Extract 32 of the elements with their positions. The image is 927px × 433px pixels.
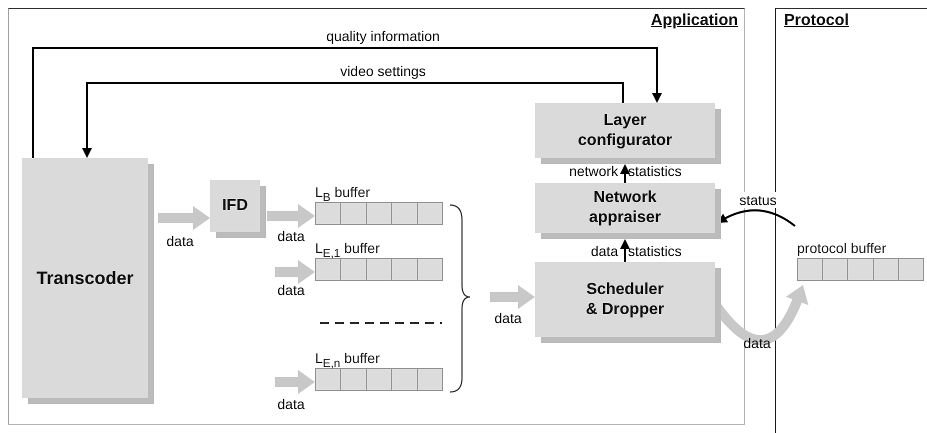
block-arrow bbox=[267, 204, 315, 228]
region-title: Protocol bbox=[784, 12, 849, 30]
block-arrow bbox=[275, 370, 315, 394]
edge-label: data bbox=[276, 228, 306, 244]
process-box: Network appraiser bbox=[535, 183, 715, 233]
process-box: IFD bbox=[210, 180, 260, 232]
block-arrow bbox=[490, 285, 535, 309]
edge-label: data bbox=[493, 310, 523, 326]
edge-label: data statistics bbox=[590, 243, 682, 259]
region-panel bbox=[775, 8, 927, 433]
arrow bbox=[82, 82, 624, 158]
buffer-label: L$_{E,1}$ buffer bbox=[315, 239, 381, 258]
buffer-label: L$_{B}$ buffer bbox=[315, 183, 372, 202]
edge-label: network statistics bbox=[568, 163, 682, 179]
edge-label: video settings bbox=[338, 63, 428, 79]
edge-label: data bbox=[276, 282, 306, 298]
arrow bbox=[32, 47, 662, 158]
arrow bbox=[620, 239, 630, 262]
block-arrow bbox=[275, 260, 315, 284]
process-box: Scheduler & Dropper bbox=[535, 262, 715, 337]
block-arrow bbox=[158, 206, 210, 230]
buffer-label: protocol buffer bbox=[797, 239, 888, 258]
edge-label: status bbox=[737, 192, 779, 208]
process-box: Layer configurator bbox=[535, 103, 715, 158]
edge-label: quality information bbox=[324, 28, 442, 44]
edge-label: data bbox=[742, 335, 772, 351]
buffer-label: L$_{E,n}$ buffer bbox=[315, 349, 381, 368]
process-box: Transcoder bbox=[22, 158, 148, 398]
edge-label: data bbox=[165, 233, 195, 249]
edge-label: data bbox=[276, 396, 306, 412]
region-title: Application bbox=[650, 12, 738, 30]
arrow bbox=[620, 164, 630, 183]
